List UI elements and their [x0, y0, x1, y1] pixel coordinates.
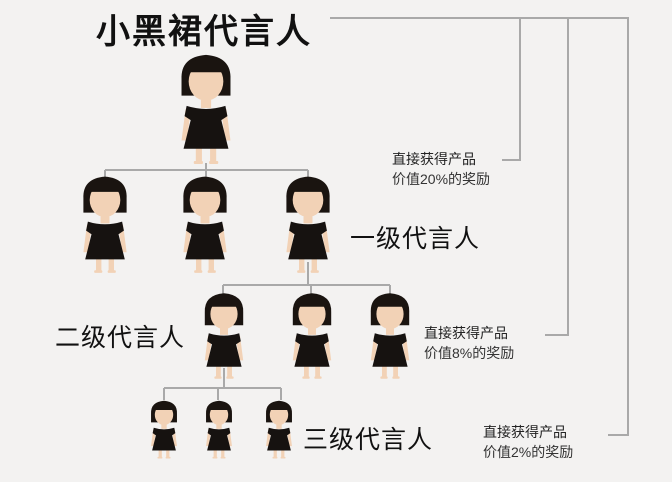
reward-note-line2: 价值8%的奖励: [424, 345, 515, 361]
reward-note-line1: 直接获得产品: [483, 424, 567, 440]
figure-level1-a: [83, 176, 127, 273]
level2-label: 二级代言人: [55, 324, 186, 352]
reward-note-line1: 直接获得产品: [392, 151, 476, 167]
figure-level3-c: [266, 400, 292, 459]
diagram-title: 小黑裙代言人: [96, 13, 312, 51]
tree-line-level2-to-level3: [163, 368, 282, 400]
reward-note-line1: 直接获得产品: [424, 325, 508, 341]
reward-note-2: 直接获得产品 价值2%的奖励: [483, 422, 573, 462]
figure-level3-a: [151, 400, 177, 459]
reward-note-20: 直接获得产品 价值20%的奖励: [392, 149, 490, 189]
figure-level1-b: [183, 176, 227, 273]
figure-level2-c: [370, 293, 410, 379]
tree-line-level1-to-level2: [222, 262, 391, 297]
level3-label: 三级代言人: [303, 426, 434, 454]
tree-line-root-to-level1: [104, 163, 309, 182]
level1-label: 一级代言人: [350, 225, 481, 253]
figure-level2-a: [204, 293, 244, 379]
reward-note-8: 直接获得产品 价值8%的奖励: [424, 323, 514, 363]
reward-note-line2: 价值20%的奖励: [392, 171, 491, 187]
reward-bracket-2: [330, 17, 629, 436]
figure-level3-b: [206, 400, 232, 459]
figure-level1-c: [286, 176, 330, 273]
reward-note-line2: 价值2%的奖励: [483, 444, 574, 460]
figure-root: [181, 54, 231, 165]
figure-level2-b: [292, 293, 332, 379]
